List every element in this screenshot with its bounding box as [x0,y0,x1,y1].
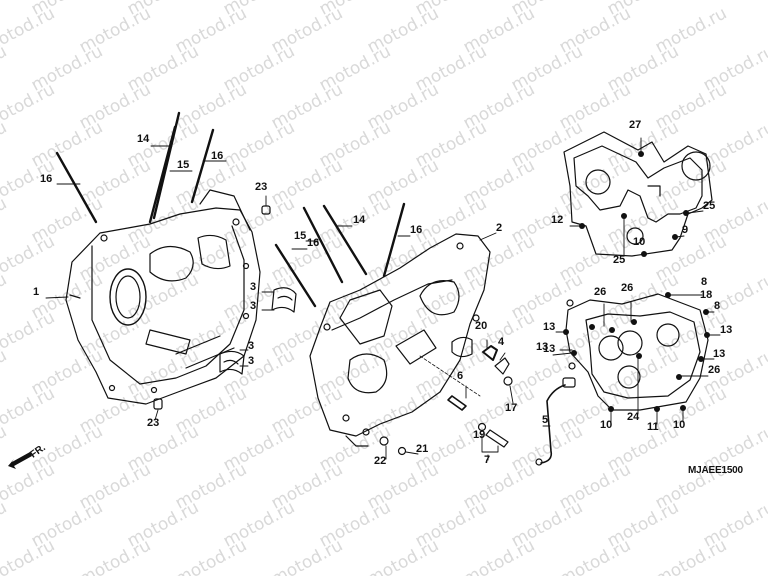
callout-20: 20 [475,320,488,332]
leader-lines [45,137,721,461]
callout-15: 15 [294,230,307,242]
callout-3: 3 [248,340,255,352]
small-parts [379,345,513,456]
callout-23: 23 [255,181,268,193]
callout-8: 8 [701,276,708,288]
fastener-dots [563,151,710,412]
callout-13: 13 [543,343,556,355]
callout-25: 25 [613,254,626,266]
callout-10: 10 [600,419,613,431]
callout-6: 6 [457,370,464,382]
callout-16: 16 [307,237,320,249]
callout-1: 1 [33,286,40,298]
callout-14: 14 [137,133,150,145]
callout-10: 10 [673,419,686,431]
callout-24: 24 [627,411,640,423]
callout-13: 13 [713,348,726,360]
callout-16: 16 [40,173,53,185]
callout-13: 13 [720,324,733,336]
callout-18: 18 [700,289,713,301]
callout-19: 19 [473,429,486,441]
gasket-lower [565,293,709,411]
callout-25: 25 [703,200,716,212]
drawing-code: MJAEE1500 [688,465,743,476]
callout-23: 23 [147,417,160,429]
callout-15: 15 [177,159,190,171]
callout-10: 10 [633,236,646,248]
callout-17: 17 [505,402,518,414]
callout-14: 14 [353,214,366,226]
callout-3: 3 [250,281,257,293]
callout-11: 11 [647,421,659,433]
callout-4: 4 [498,336,505,348]
callout-2: 2 [496,222,503,234]
callout-16: 16 [410,224,423,236]
callout-3: 3 [248,355,255,367]
callout-26: 26 [621,282,634,294]
callout-7: 7 [484,454,491,466]
callout-13: 13 [536,341,549,353]
callout-3: 3 [250,300,257,312]
right-studs [274,202,406,308]
callout-12: 12 [551,214,564,226]
bearing-shells [219,287,297,375]
callout-21: 21 [416,443,429,455]
left-studs [55,111,215,224]
callout-8: 8 [714,300,721,312]
callout-13: 13 [543,321,556,333]
front-direction-arrow [8,452,32,469]
callout-27: 27 [629,119,642,131]
callout-26: 26 [594,286,607,298]
callout-9: 9 [682,224,689,236]
callout-26: 26 [708,364,721,376]
callout-5: 5 [542,414,549,426]
callout-16: 16 [211,150,224,162]
callout-22: 22 [374,455,387,467]
right-crankcase [309,233,491,447]
